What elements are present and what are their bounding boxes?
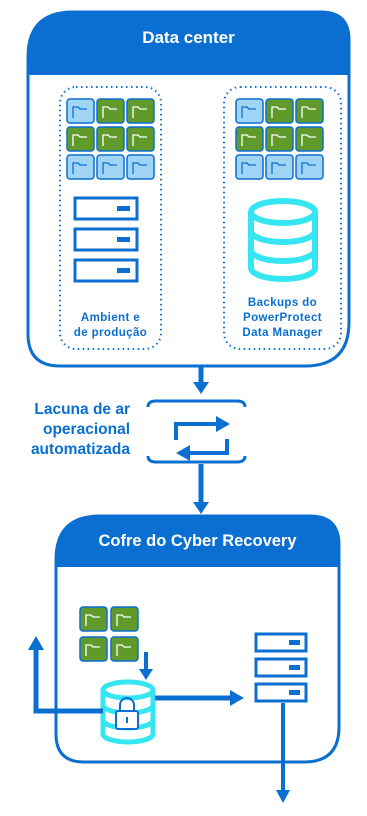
folder-icon bbox=[235, 126, 264, 152]
folder-icon bbox=[79, 606, 108, 632]
vault-server-icon bbox=[254, 632, 308, 703]
production-label-line: Ambient e bbox=[80, 312, 141, 324]
folder-icon bbox=[79, 636, 108, 662]
backup-label-line: PowerProtect bbox=[243, 312, 322, 324]
air-gap-label-line: automatizada bbox=[30, 441, 130, 458]
production-label: Ambient e de produção bbox=[60, 311, 161, 341]
backup-label-line: Data Manager bbox=[242, 327, 323, 339]
vault-title: Cofre do Cyber Recovery bbox=[98, 532, 297, 550]
air-gap-label-line: Lacuna de ar bbox=[34, 401, 130, 418]
production-server-icon bbox=[73, 196, 139, 283]
backup-label: Backups do PowerProtect Data Manager bbox=[224, 296, 341, 341]
lock-icon bbox=[115, 697, 139, 730]
datacenter-title: Data center bbox=[142, 28, 235, 47]
datacenter-header-band bbox=[28, 12, 349, 75]
production-label-line: de produção bbox=[73, 327, 148, 339]
recovery-arrow bbox=[28, 636, 103, 714]
backup-database-icon bbox=[248, 198, 318, 282]
backup-label-line: Backups do bbox=[247, 297, 318, 309]
folder-icon bbox=[126, 126, 155, 152]
air-gap-bracket bbox=[146, 399, 247, 464]
production-folder-grid bbox=[66, 98, 155, 180]
folder-icon bbox=[295, 154, 324, 180]
folder-icon bbox=[96, 154, 125, 180]
flow-arrow-down bbox=[139, 652, 153, 680]
folder-icon bbox=[66, 98, 95, 124]
folder-icon bbox=[110, 636, 139, 662]
folder-icon bbox=[66, 154, 95, 180]
folder-icon bbox=[126, 154, 155, 180]
folder-icon bbox=[126, 98, 155, 124]
air-gap-label-line: operacional bbox=[43, 421, 130, 438]
swap-arrows-icon bbox=[174, 416, 230, 461]
folder-icon bbox=[96, 126, 125, 152]
air-gap-label: Lacuna de ar operacional automatizada bbox=[4, 400, 130, 460]
folder-icon bbox=[295, 98, 324, 124]
folder-icon bbox=[96, 98, 125, 124]
folder-icon bbox=[265, 98, 294, 124]
folder-icon bbox=[235, 98, 264, 124]
folder-icon bbox=[265, 126, 294, 152]
folder-icon bbox=[66, 126, 95, 152]
locked-database-icon bbox=[100, 679, 156, 745]
folder-icon bbox=[235, 154, 264, 180]
flow-arrow-down bbox=[193, 366, 209, 394]
flow-arrow-right bbox=[155, 690, 244, 706]
vault-header-band bbox=[56, 516, 339, 567]
folder-icon bbox=[265, 154, 294, 180]
flow-arrow-down bbox=[276, 703, 290, 803]
backup-folder-grid bbox=[235, 98, 324, 180]
folder-icon bbox=[110, 606, 139, 632]
folder-icon bbox=[295, 126, 324, 152]
flow-arrow-down bbox=[193, 464, 209, 514]
